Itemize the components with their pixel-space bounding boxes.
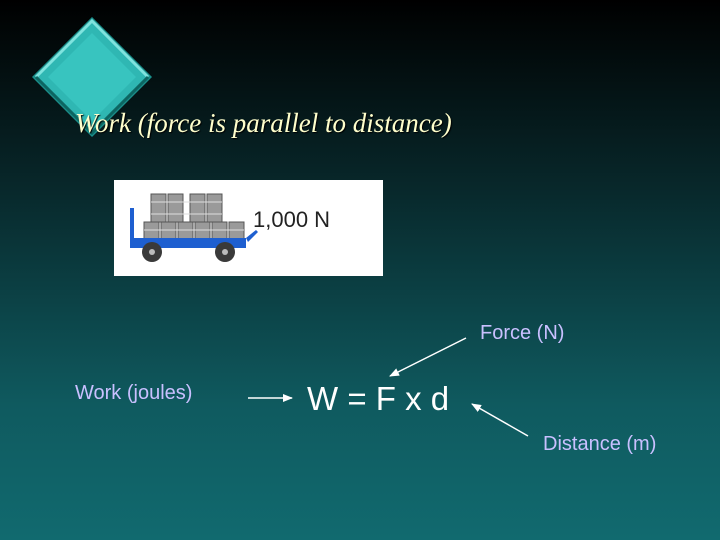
diamond-bullet-icon [32,17,152,137]
force-value-label: 1,000 N [253,207,331,232]
work-equation: W = F x d [307,380,450,417]
distance-arrow-icon [471,403,529,437]
slide-title: Work (force is parallel to distance) [75,108,452,138]
cart-illustration: 1,000 N [114,180,383,276]
force-arrow-icon [389,337,467,377]
force-label: Force (N) [480,322,565,344]
work-label: Work (joules) [75,382,193,404]
cart-icon [130,193,258,262]
distance-label: Distance (m) [543,433,657,455]
